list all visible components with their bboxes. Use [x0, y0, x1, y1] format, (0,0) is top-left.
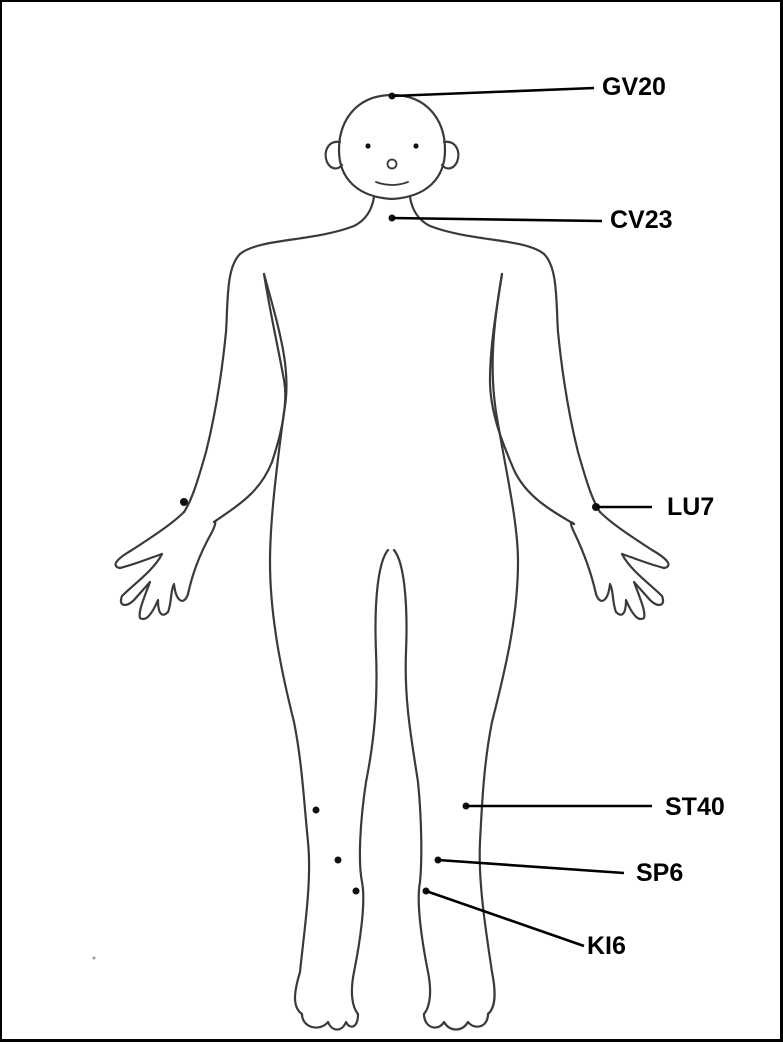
- label-ki6: KI6: [587, 934, 626, 959]
- label-cv23: CV23: [610, 208, 673, 233]
- point-lu7-left: [180, 498, 188, 506]
- leader-ki6: [426, 891, 584, 946]
- point-sp6-left: [335, 857, 342, 864]
- label-st40: ST40: [665, 795, 725, 820]
- point-ki6-left: [353, 888, 360, 895]
- body-outline: [116, 197, 669, 1030]
- label-lu7: LU7: [667, 495, 714, 520]
- label-gv20: GV20: [602, 75, 666, 100]
- stray-mark: [93, 957, 96, 960]
- head: [326, 95, 459, 199]
- leader-sp6: [438, 860, 624, 873]
- point-st40-left: [313, 807, 320, 814]
- leader-gv20: [392, 88, 594, 96]
- label-sp6: SP6: [636, 861, 683, 886]
